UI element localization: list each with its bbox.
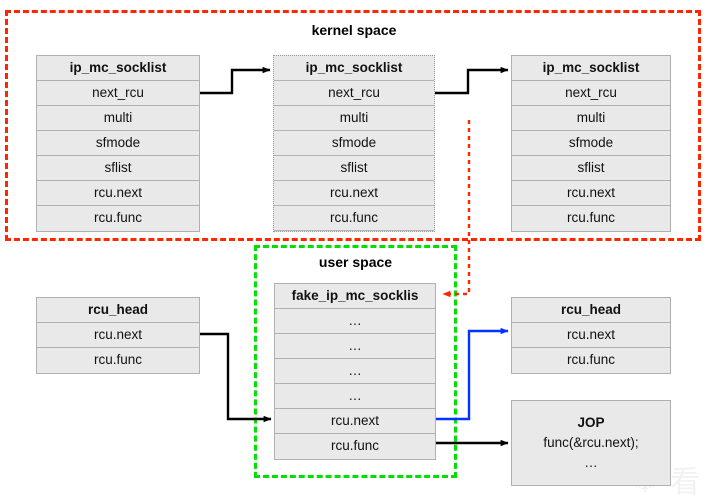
struct-header: ip_mc_socklist xyxy=(512,56,670,81)
field-ellipsis-1: … xyxy=(275,309,435,334)
field-sfmode: sfmode xyxy=(37,131,199,156)
field-sflist: sflist xyxy=(37,156,199,181)
field-rcu-next: rcu.next xyxy=(37,323,199,348)
struct-header: ip_mc_socklist xyxy=(37,56,199,81)
struct-header: fake_ip_mc_socklis xyxy=(275,284,435,309)
field-next-rcu: next_rcu xyxy=(37,81,199,106)
field-rcu-func: rcu.func xyxy=(37,348,199,373)
struct-header: rcu_head xyxy=(37,298,199,323)
field-sflist: sflist xyxy=(512,156,670,181)
field-rcu-next: rcu.next xyxy=(512,181,670,206)
struct-rcu-head-left: rcu_head rcu.next rcu.func xyxy=(36,297,200,374)
field-rcu-func: rcu.func xyxy=(37,206,199,231)
field-rcu-next: rcu.next xyxy=(275,409,435,434)
field-ellipsis-2: … xyxy=(275,334,435,359)
field-rcu-next: rcu.next xyxy=(274,181,434,206)
struct-ip-mc-socklist-2: ip_mc_socklist next_rcu multi sfmode sfl… xyxy=(273,55,435,232)
jop-line-2: … xyxy=(584,455,598,470)
field-multi: multi xyxy=(512,106,670,131)
jop-line-1: func(&rcu.next); xyxy=(543,435,639,450)
field-rcu-next: rcu.next xyxy=(512,323,670,348)
struct-fake-ip-mc-socklist: fake_ip_mc_socklis … … … … rcu.next rcu.… xyxy=(274,283,436,460)
field-next-rcu: next_rcu xyxy=(274,81,434,106)
field-rcu-func: rcu.func xyxy=(512,206,670,231)
field-ellipsis-3: … xyxy=(275,359,435,384)
struct-ip-mc-socklist-3: ip_mc_socklist next_rcu multi sfmode sfl… xyxy=(511,55,671,232)
field-rcu-func: rcu.func xyxy=(512,348,670,373)
struct-rcu-head-right: rcu_head rcu.next rcu.func xyxy=(511,297,671,374)
region-user-space-label: user space xyxy=(318,254,393,270)
field-next-rcu: next_rcu xyxy=(512,81,670,106)
field-ellipsis-4: … xyxy=(275,384,435,409)
field-multi: multi xyxy=(37,106,199,131)
struct-header: rcu_head xyxy=(512,298,670,323)
field-rcu-func: rcu.func xyxy=(274,206,434,231)
field-multi: multi xyxy=(274,106,434,131)
field-sflist: sflist xyxy=(274,156,434,181)
struct-header: ip_mc_socklist xyxy=(274,56,434,81)
field-rcu-func: rcu.func xyxy=(275,434,435,459)
jop-title: JOP xyxy=(577,415,605,430)
field-sfmode: sfmode xyxy=(512,131,670,156)
region-kernel-space xyxy=(5,10,701,241)
struct-ip-mc-socklist-1: ip_mc_socklist next_rcu multi sfmode sfl… xyxy=(36,55,200,232)
field-rcu-next: rcu.next xyxy=(37,181,199,206)
box-jop: JOP func(&rcu.next); … xyxy=(511,400,671,486)
field-sfmode: sfmode xyxy=(274,131,434,156)
region-kernel-space-label: kernel space xyxy=(311,22,397,38)
